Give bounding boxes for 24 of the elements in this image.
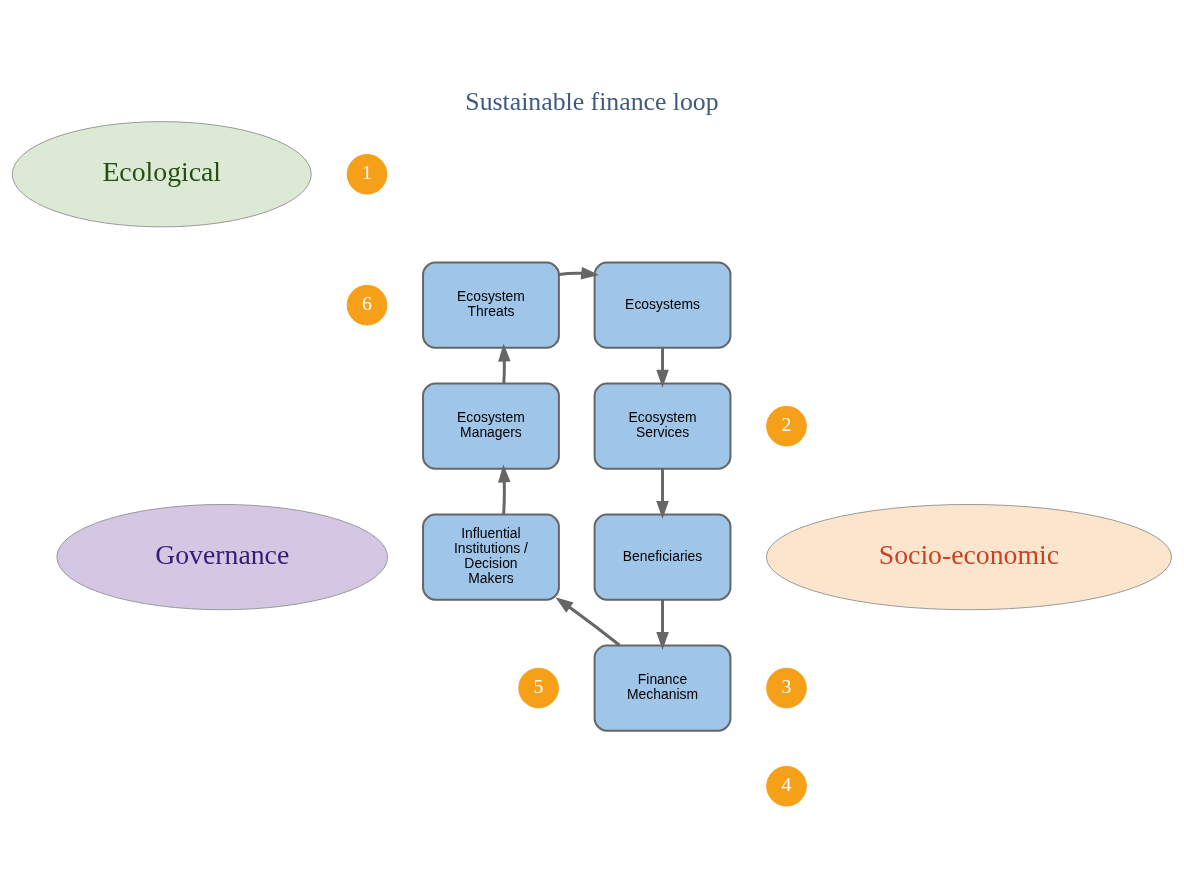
node-ellipse: Governance	[56, 503, 389, 611]
arrow	[656, 599, 669, 650]
diagram-title: Sustainable finance loop	[465, 86, 719, 116]
node-circle: 3	[766, 667, 807, 709]
arrow	[555, 597, 621, 647]
node-circle: 1	[346, 153, 388, 195]
arrow	[558, 267, 600, 280]
node-ellipse: Socio-economic	[765, 503, 1172, 611]
node-box: Ecosystem Managers	[422, 382, 560, 470]
node-circle: 6	[346, 284, 388, 326]
arrow	[498, 343, 511, 384]
node-circle: 2	[766, 405, 807, 447]
node-ellipse: Ecological	[11, 121, 312, 228]
node-circle: 5	[518, 667, 559, 709]
node-box: Ecosystems	[593, 261, 732, 349]
node-box: Ecosystem Services	[593, 382, 732, 470]
arrow	[498, 464, 511, 515]
node-box: Ecosystem Threats	[422, 261, 560, 349]
node-circle: 4	[766, 765, 807, 807]
arrow	[656, 348, 669, 388]
node-box: Beneficiaries	[593, 513, 732, 601]
node-box: Finance Mechanism	[593, 644, 732, 732]
node-box: Influential Institutions / Decision Makers	[422, 513, 560, 601]
arrow	[656, 469, 669, 519]
